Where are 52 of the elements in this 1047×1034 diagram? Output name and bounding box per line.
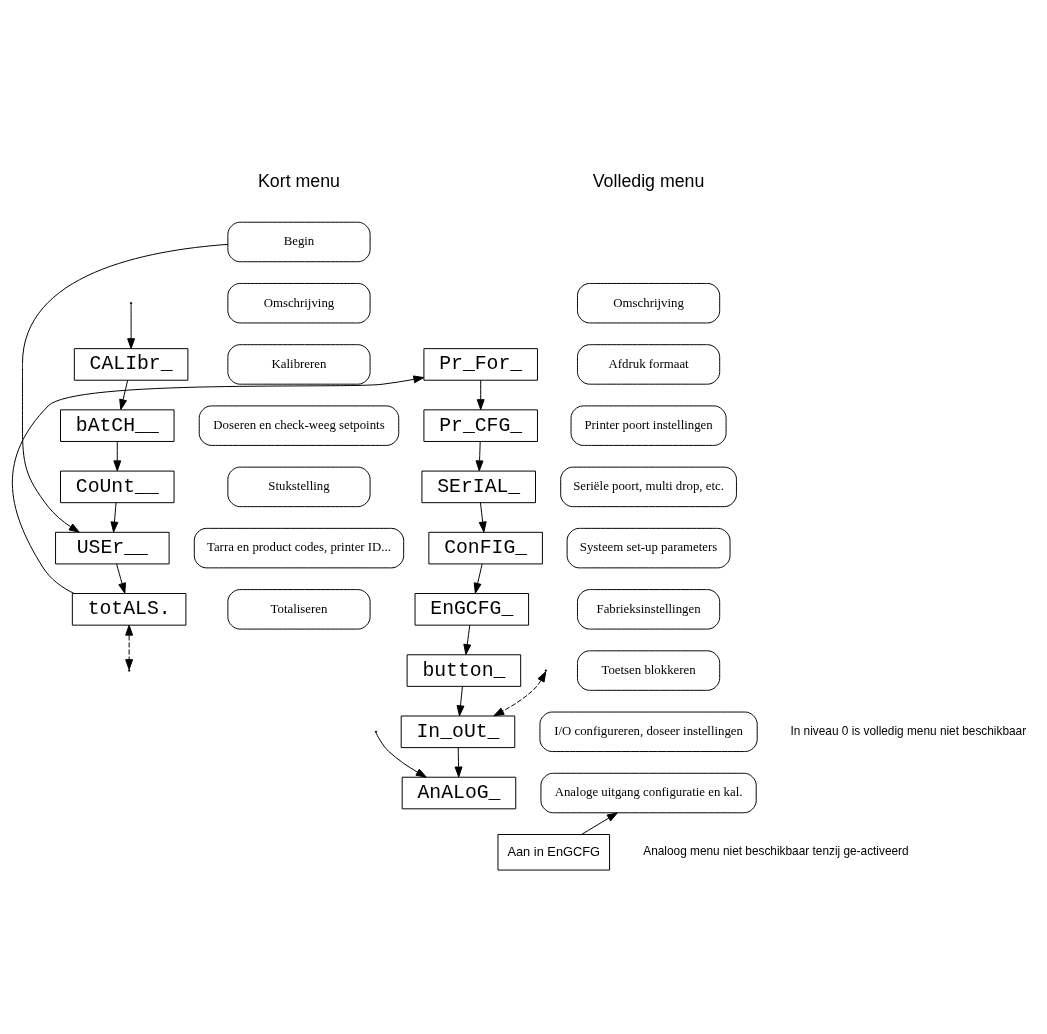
arrow [113,440,122,471]
node-box: Totaliseren [227,588,371,630]
node-box: Pr_For_ [423,347,538,381]
node-box: Tarra en product codes, printer ID... [193,527,405,568]
arrow [456,685,465,716]
arrow [375,731,427,778]
node-box: Kalibreren [227,343,371,385]
arrow [127,303,136,349]
label: Volledig menu [592,170,705,191]
arrow [476,379,485,410]
node-box: In_oUt_ [400,715,516,748]
node-box: EnGCFG_ [414,592,530,626]
label: Analoog menu niet beschikbaar tenzij ge-activeerd [643,843,909,858]
node-box: Omschrijving [576,282,721,323]
node-box: Toetsen blokkeren [576,649,721,691]
node-box: Doseren en check-weeg setpoints [198,404,400,446]
node-box: Fabrieksinstellingen [576,588,721,630]
label: In niveau 0 is volledig menu niet beschikbaar [790,723,1027,738]
node-box: button_ [406,653,522,687]
node-box: Analoge uitgang configuratie en kal. [540,772,757,813]
arrow [473,563,483,594]
node-box: Pr_CFG_ [423,408,538,442]
arrow [110,501,119,532]
arrow [454,746,463,777]
node-box: bAtCH__ [60,408,175,442]
arrow [21,243,229,533]
arrow [478,501,487,532]
arrow [119,379,129,410]
node-box: ConFIG_ [428,531,543,564]
node-box: Aan in EnGCFG [497,833,611,871]
node-box: Printer poort instellingen [570,404,727,446]
node-box: Begin [227,221,371,262]
node-box: USEr__ [55,531,170,564]
node-box: Afdruk formaat [576,343,721,385]
node-box: CoUnt__ [60,470,175,503]
node-box: I/O configureren, doseer instellingen [539,711,758,752]
arrow [125,624,134,670]
node-box: Stukstelling [227,466,371,507]
label: Kort menu [258,170,340,191]
node-box: SErIAL_ [421,470,536,503]
arrow [581,811,618,835]
node-box: CALIbr_ [73,347,189,381]
arrow [493,670,547,716]
arrow [463,624,472,655]
node-box: Omschrijving [227,282,371,323]
node-box: Systeem set-up parameters [566,527,731,568]
arrow [11,374,425,594]
arrow [116,563,126,594]
node-box: totALS. [71,592,187,626]
node-box: Seriële poort, multi drop, etc. [560,466,737,507]
arrow [475,440,484,471]
node-box: AnALoG_ [401,776,517,809]
